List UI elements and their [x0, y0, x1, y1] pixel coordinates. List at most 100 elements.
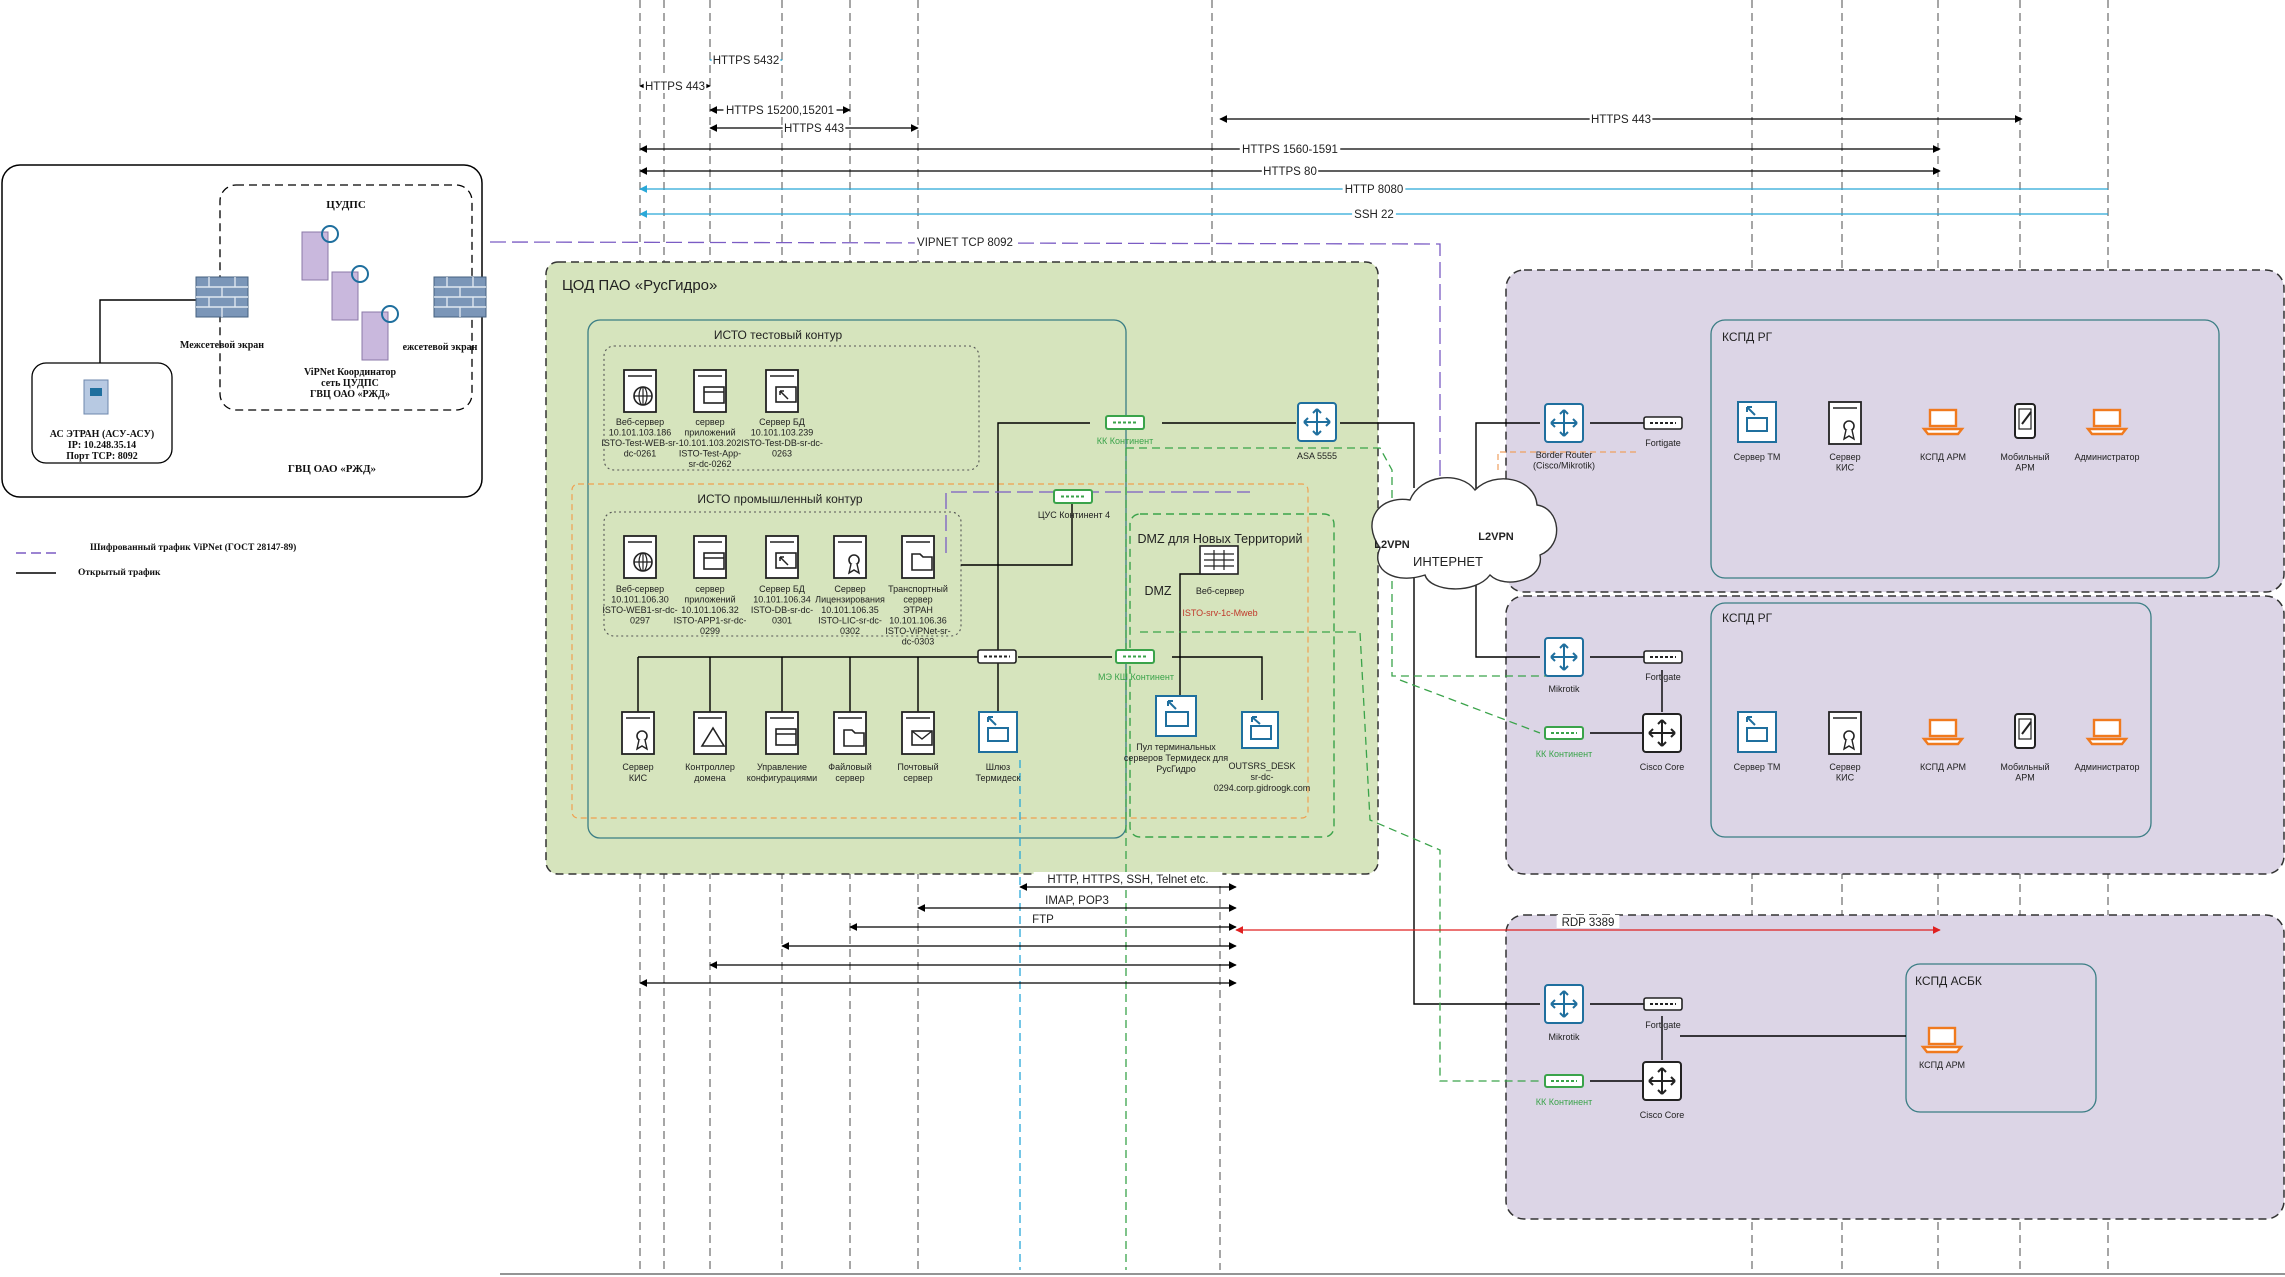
- lic-icon: [1828, 711, 1862, 755]
- flow-label: VIPNET TCP 8092: [917, 237, 1013, 249]
- flow-arrow: HTTPS 15200,15201: [709, 102, 851, 117]
- internet-label: ИНТЕРНЕТ: [1413, 554, 1483, 569]
- flow-label-bg: [1342, 181, 1406, 196]
- phone-icon: [2014, 713, 2036, 749]
- mikrotik-label-2: Mikrotik: [1549, 684, 1580, 694]
- laptop-icon: [2085, 408, 2129, 436]
- kspd-devices: Border Router(Cisco/Mikrotik)FortigateСе…: [1533, 401, 2139, 1120]
- bottom-flow-arrows: HTTP, HTTPS, SSH, Telnet etc.IMAP, POP3F…: [639, 872, 1941, 987]
- flow-label-bg: [1352, 206, 1396, 221]
- triangle-server-icon: [693, 711, 727, 755]
- switch-icon: [977, 649, 1017, 664]
- legend: Шифрованный трафик ViPNet (ГОСТ 28147-89…: [16, 542, 296, 578]
- kk-continent-icon: [1544, 1074, 1584, 1088]
- dmz-web-server-icon: [1199, 545, 1239, 575]
- monitor-icon: [1737, 401, 1777, 443]
- lic-server-icon: [833, 535, 867, 579]
- fortigate-label-3: Fortigate: [1645, 1020, 1681, 1030]
- kspd-box-1: [1710, 319, 2220, 579]
- dmz-web-name: ISTO-srv-1c-Mweb: [1182, 608, 1257, 618]
- flow-label: HTTP 8080: [1345, 184, 1404, 196]
- cloud-shape: [1371, 476, 1558, 590]
- kspd-region-2: [1505, 595, 2285, 875]
- phone-icon: [2014, 403, 2036, 439]
- flow-label-bg: [723, 102, 837, 117]
- kspd1-item-3: КСПД АРМ: [1920, 408, 1966, 462]
- me-label: МЭ КШ Континент: [1098, 672, 1174, 682]
- kspd2-item-label: Сервер ТМ: [1734, 762, 1781, 772]
- kspd-region-1: [1505, 269, 2285, 593]
- kspd1-item-label: Сервер ТМ: [1734, 452, 1781, 462]
- db-server-icon: [765, 535, 799, 579]
- cod-title: ЦОД ПАО «РусГидро»: [562, 277, 717, 294]
- laptop-icon: [2085, 718, 2129, 746]
- core-label-3: Cisco Core: [1640, 1110, 1685, 1120]
- kspd2-item-3: КСПД АРМ: [1920, 718, 1966, 772]
- fortigate-label-1: Fortigate: [1645, 438, 1681, 448]
- flow-label-bg: [1589, 111, 1653, 126]
- flow-label-bg: [1033, 872, 1223, 885]
- flow-arrow: HTTP 8080: [639, 181, 2108, 196]
- globe-server-icon: [623, 369, 657, 413]
- flow-label-bg: [914, 234, 1016, 249]
- fw-left-label: Межсетевой экран: [180, 340, 264, 351]
- solid-links: [99, 299, 1906, 1082]
- flow-label: HTTPS 15200,15201: [726, 105, 834, 117]
- vipnet-coordinator-icon: [301, 225, 399, 361]
- l2vpn-left-label: L2VPN: [1374, 539, 1410, 551]
- app-server-icon: [693, 369, 727, 413]
- flow-label: HTTP, HTTPS, SSH, Telnet etc.: [1047, 874, 1208, 886]
- mail-server-icon: [901, 711, 935, 755]
- kspd3-arm: КСПД АРМ: [1919, 1026, 1965, 1070]
- core-label-2: Cisco Core: [1640, 762, 1685, 772]
- flow-label-bg: [1556, 915, 1620, 928]
- outsrs-icon: [1241, 711, 1279, 749]
- flow-label: HTTPS 80: [1263, 166, 1317, 178]
- lic-icon: [1828, 401, 1862, 445]
- fortigate-label-2: Fortigate: [1645, 672, 1681, 682]
- me-continent-device: [1115, 649, 1155, 664]
- cus-label: ЦУС Континент 4: [1038, 510, 1110, 520]
- asu-to-firewall: [99, 299, 200, 363]
- db-server-icon: [765, 369, 799, 413]
- flow-arrow: HTTPS 1560-1591: [639, 141, 1941, 156]
- rzd-devices: Межсетевой экран ежсетевой экран ViPNet …: [50, 225, 487, 462]
- mikrotik-router-icon: [1544, 984, 1584, 1024]
- flow-arrow: HTTPS 443: [1219, 111, 2023, 126]
- bottom-flow-arrow: HTTP, HTTPS, SSH, Telnet etc.: [1019, 872, 1237, 891]
- prod-contour-box: [603, 511, 962, 637]
- laptop-icon: [1921, 408, 1965, 436]
- flow-label: SSH 22: [1354, 209, 1394, 221]
- kspd2-item-label: КСПД АРМ: [1920, 762, 1966, 772]
- fortigate-icon: [1643, 997, 1683, 1011]
- router-icon: [1297, 402, 1337, 442]
- tunnel-me-kspd3: [1140, 631, 1540, 1082]
- cisco-core-icon: [1642, 1061, 1682, 1101]
- folder-server-icon: [901, 535, 935, 579]
- flow-label: IMAP, POP3: [1045, 895, 1109, 907]
- flow-arrow: HTTPS 5432: [709, 52, 783, 67]
